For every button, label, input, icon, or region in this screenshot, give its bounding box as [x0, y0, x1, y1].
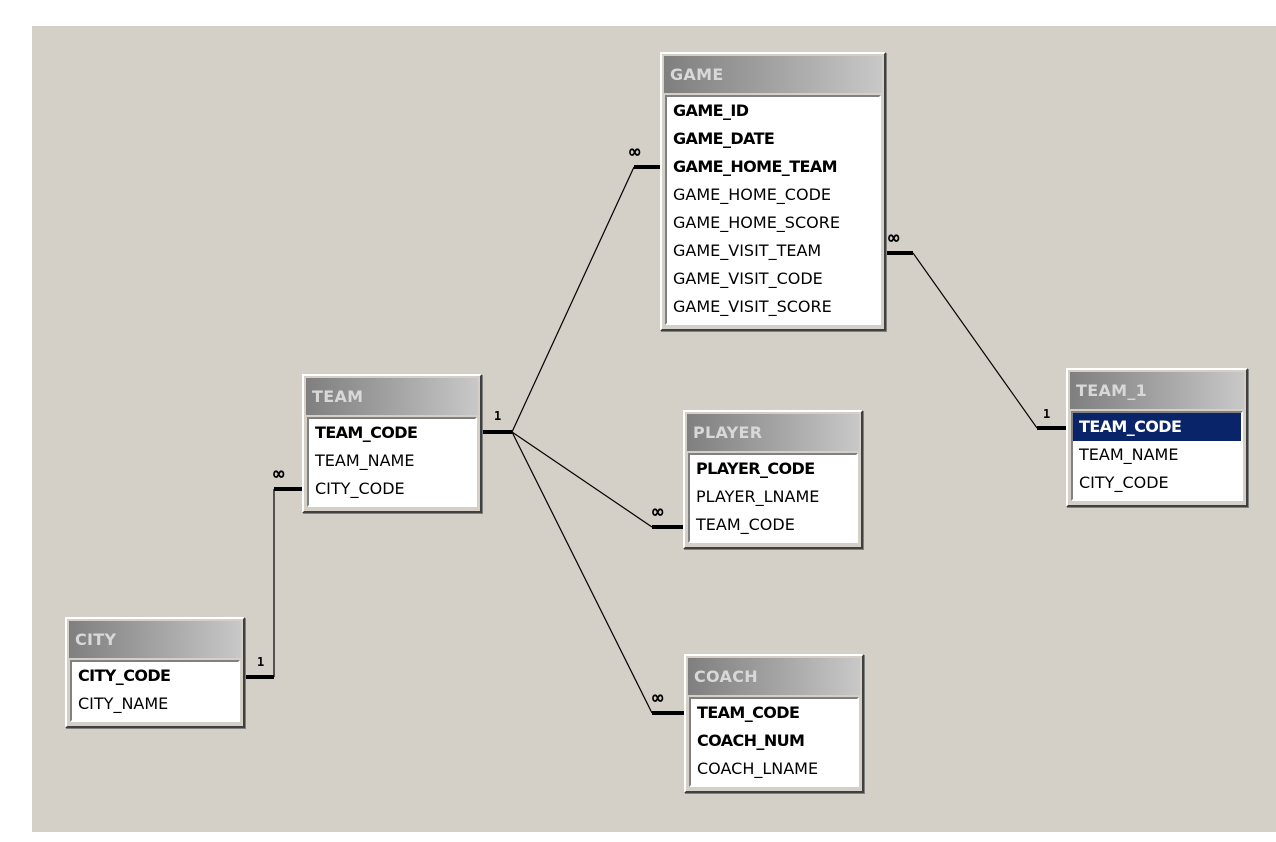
field-list[interactable]: PLAYER_CODE PLAYER_LNAME TEAM_CODE — [688, 453, 858, 543]
many-marker-team-player: ∞ — [652, 501, 664, 523]
field-game-visit-code[interactable]: GAME_VISIT_CODE — [673, 269, 823, 288]
field-city-code[interactable]: CITY_CODE — [315, 479, 405, 498]
line-team-player-join[interactable] — [511, 431, 653, 528]
field-list[interactable]: TEAM_CODE TEAM_NAME CITY_CODE — [1071, 411, 1243, 501]
many-marker-team-game: ∞ — [629, 141, 641, 163]
table-team-1[interactable]: TEAM_1 TEAM_CODE TEAM_NAME CITY_CODE — [1066, 368, 1248, 507]
field-game-visit-team[interactable]: GAME_VISIT_TEAM — [673, 241, 822, 260]
field-coach-num[interactable]: COACH_NUM — [697, 731, 805, 750]
field-team-name[interactable]: TEAM_NAME — [1079, 445, 1179, 464]
one-marker-team-game: 1 — [494, 409, 502, 423]
table-title[interactable]: GAME — [664, 56, 882, 93]
field-city-name[interactable]: CITY_NAME — [78, 694, 169, 713]
field-game-date[interactable]: GAME_DATE — [673, 129, 775, 148]
many-marker-city-team: ∞ — [273, 463, 285, 485]
many-marker-game-team1: ∞ — [888, 227, 900, 249]
field-player-code[interactable]: PLAYER_CODE — [696, 459, 815, 478]
table-title[interactable]: TEAM — [306, 378, 478, 415]
table-game[interactable]: GAME GAME_ID GAME_DATE GAME_HOME_TEAM GA… — [660, 52, 886, 331]
field-city-code[interactable]: CITY_CODE — [78, 666, 171, 685]
table-team[interactable]: TEAM TEAM_CODE TEAM_NAME CITY_CODE — [302, 374, 482, 513]
field-game-home-score[interactable]: GAME_HOME_SCORE — [673, 213, 840, 232]
field-team-name[interactable]: TEAM_NAME — [315, 451, 415, 470]
one-marker-city-team: 1 — [257, 655, 265, 669]
field-team-code[interactable]: TEAM_CODE — [697, 703, 800, 722]
field-game-id[interactable]: GAME_ID — [673, 101, 749, 120]
field-team-code[interactable]: TEAM_CODE — [696, 515, 795, 534]
field-game-visit-score[interactable]: GAME_VISIT_SCORE — [673, 297, 832, 316]
line-game-team1-join[interactable] — [912, 252, 1038, 429]
field-list[interactable]: TEAM_CODE COACH_NUM COACH_LNAME — [689, 697, 859, 787]
table-title[interactable]: TEAM_1 — [1070, 372, 1244, 409]
field-list[interactable]: GAME_ID GAME_DATE GAME_HOME_TEAM GAME_HO… — [665, 95, 881, 325]
many-marker-team-coach: ∞ — [652, 687, 664, 709]
field-player-lname[interactable]: PLAYER_LNAME — [696, 487, 820, 506]
field-coach-lname[interactable]: COACH_LNAME — [697, 759, 819, 778]
line-team-game-join[interactable] — [511, 166, 635, 433]
field-game-home-team[interactable]: GAME_HOME_TEAM — [673, 157, 838, 176]
field-city-code[interactable]: CITY_CODE — [1079, 473, 1169, 492]
field-team-code[interactable]: TEAM_CODE — [315, 423, 418, 442]
field-game-home-code[interactable]: GAME_HOME_CODE — [673, 185, 831, 204]
table-coach[interactable]: COACH TEAM_CODE COACH_NUM COACH_LNAME — [684, 654, 864, 793]
table-title[interactable]: PLAYER — [687, 414, 859, 451]
field-list[interactable]: TEAM_CODE TEAM_NAME CITY_CODE — [307, 417, 477, 507]
table-title[interactable]: CITY — [69, 621, 241, 658]
field-team-code-selected[interactable]: TEAM_CODE — [1073, 413, 1241, 441]
table-player[interactable]: PLAYER PLAYER_CODE PLAYER_LNAME TEAM_COD… — [683, 410, 863, 549]
field-list[interactable]: CITY_CODE CITY_NAME — [70, 660, 240, 722]
table-city[interactable]: CITY CITY_CODE CITY_NAME — [65, 617, 245, 728]
table-title[interactable]: COACH — [688, 658, 860, 695]
line-team-coach-join[interactable] — [511, 431, 653, 714]
one-marker-game-team1: 1 — [1043, 407, 1051, 421]
